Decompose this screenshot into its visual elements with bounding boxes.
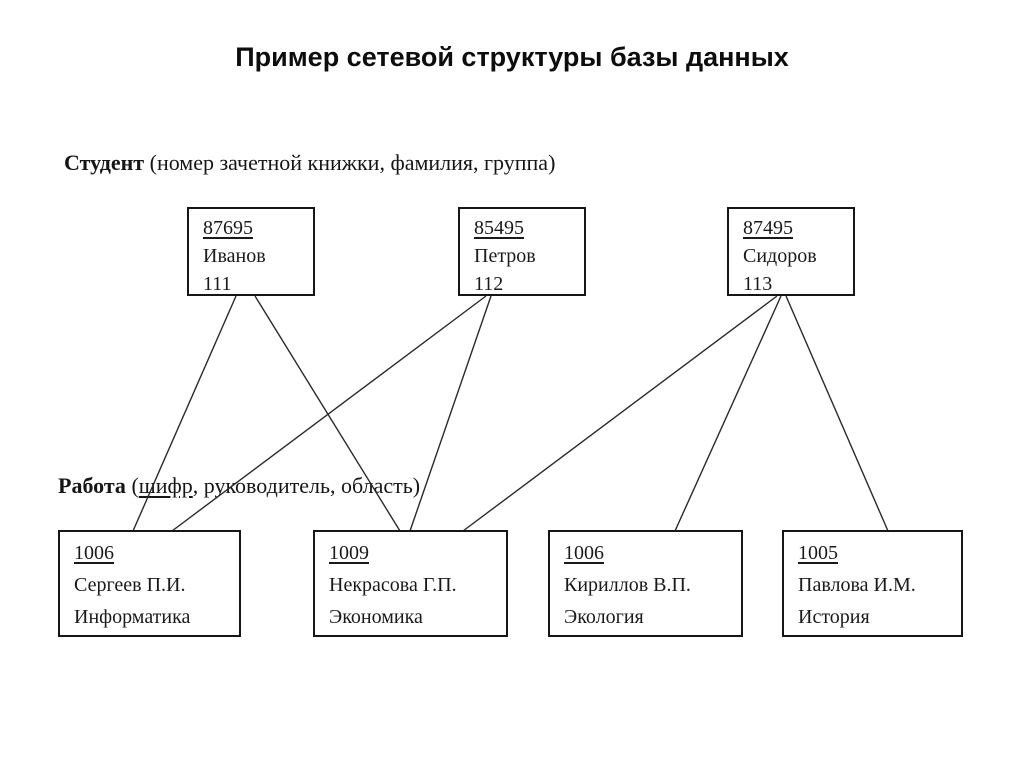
student-section-label: Студент (номер зачетной книжки, фамилия,…: [64, 150, 555, 176]
student-record-number: 87695: [203, 217, 253, 239]
work-code: 1009: [329, 542, 369, 564]
student-group: 113: [743, 273, 773, 295]
work-record-nekrasova: 1009 Некрасова Г.П. Экономика: [313, 530, 508, 637]
work-area: История: [798, 606, 870, 628]
connection-line: [171, 295, 487, 532]
connection-line: [674, 295, 782, 532]
work-code: 1006: [564, 542, 604, 564]
connection-line: [785, 295, 889, 532]
work-supervisor: Кириллов В.П.: [564, 574, 691, 596]
work-record-kirillov: 1006 Кириллов В.П. Экология: [548, 530, 743, 637]
connection-line: [254, 295, 401, 532]
work-entity-name: Работа: [58, 473, 126, 498]
student-attrs-open: (: [144, 150, 157, 175]
student-record-ivanov: 87695 Иванов 111: [187, 207, 315, 296]
student-attrs-close: ): [548, 150, 556, 175]
work-record-pavlova: 1005 Павлова И.М. История: [782, 530, 963, 637]
work-key-attribute: шифр: [138, 473, 193, 498]
student-attributes: номер зачетной книжки, фамилия, группа: [156, 150, 549, 175]
work-record-sergeev: 1006 Сергеев П.И. Информатика: [58, 530, 241, 637]
work-section-label: Работа (шифр, руководитель, область): [58, 473, 420, 499]
connection-line: [409, 295, 492, 532]
work-attrs-close: ): [412, 473, 421, 498]
student-record-number: 85495: [474, 217, 524, 239]
student-surname: Иванов: [203, 245, 266, 267]
page-title: Пример сетевой структуры базы данных: [235, 42, 789, 72]
student-group: 112: [474, 273, 504, 295]
work-attributes-rest: , руководитель, область: [192, 473, 413, 498]
work-area: Экономика: [329, 606, 423, 628]
student-record-number: 87495: [743, 217, 793, 239]
work-attrs-open: (: [125, 473, 139, 498]
work-area: Экология: [564, 606, 644, 628]
connection-line: [132, 295, 237, 532]
connection-line: [462, 295, 778, 532]
student-record-sidorov: 87495 Сидоров 113: [727, 207, 855, 296]
work-code: 1006: [74, 542, 114, 564]
work-supervisor: Сергеев П.И.: [74, 574, 186, 596]
work-code: 1005: [798, 542, 838, 564]
student-group: 111: [203, 273, 232, 295]
student-surname: Сидоров: [743, 245, 817, 267]
student-surname: Петров: [474, 245, 536, 267]
work-supervisor: Павлова И.М.: [798, 574, 916, 596]
student-record-petrov: 85495 Петров 112: [458, 207, 586, 296]
student-entity-name: Студент: [64, 150, 145, 175]
work-area: Информатика: [74, 606, 191, 628]
work-supervisor: Некрасова Г.П.: [329, 574, 457, 596]
